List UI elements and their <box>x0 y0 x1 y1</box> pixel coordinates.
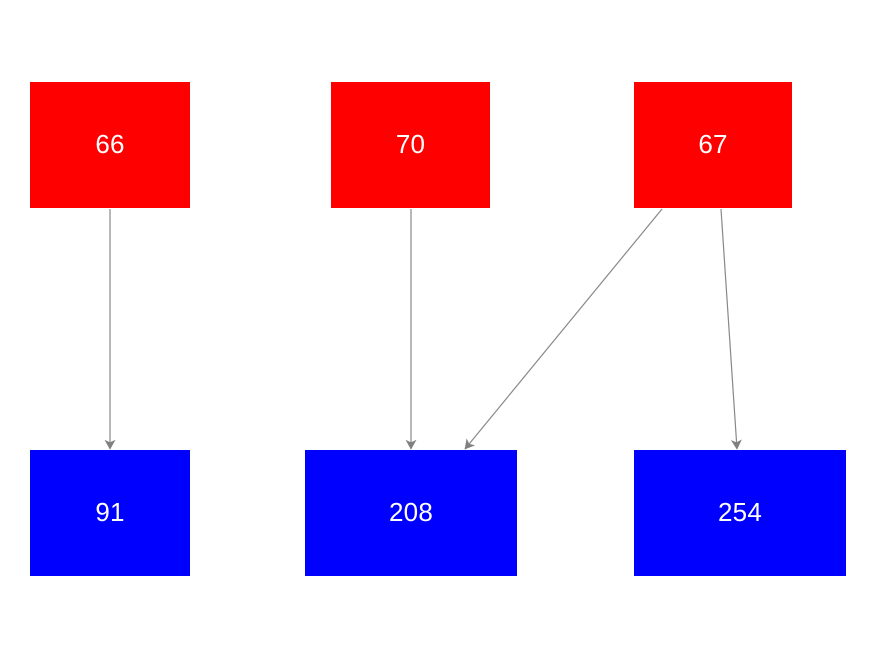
node-label: 70 <box>395 129 426 159</box>
node-label: 254 <box>718 497 762 527</box>
edge-67-to-208 <box>464 208 663 450</box>
node-70[interactable]: 70 <box>331 82 490 208</box>
edge-67-to-254 <box>720 208 742 450</box>
edge-group <box>104 208 742 450</box>
node-66[interactable]: 66 <box>30 82 190 208</box>
node-label: 67 <box>698 129 728 159</box>
node-label: 91 <box>95 497 125 527</box>
node-label: 66 <box>95 129 125 159</box>
node-254[interactable]: 254 <box>634 450 846 576</box>
node-91[interactable]: 91 <box>30 450 190 576</box>
node-67[interactable]: 67 <box>634 82 792 208</box>
node-208[interactable]: 208 <box>305 450 517 576</box>
node-label: 208 <box>389 497 433 527</box>
